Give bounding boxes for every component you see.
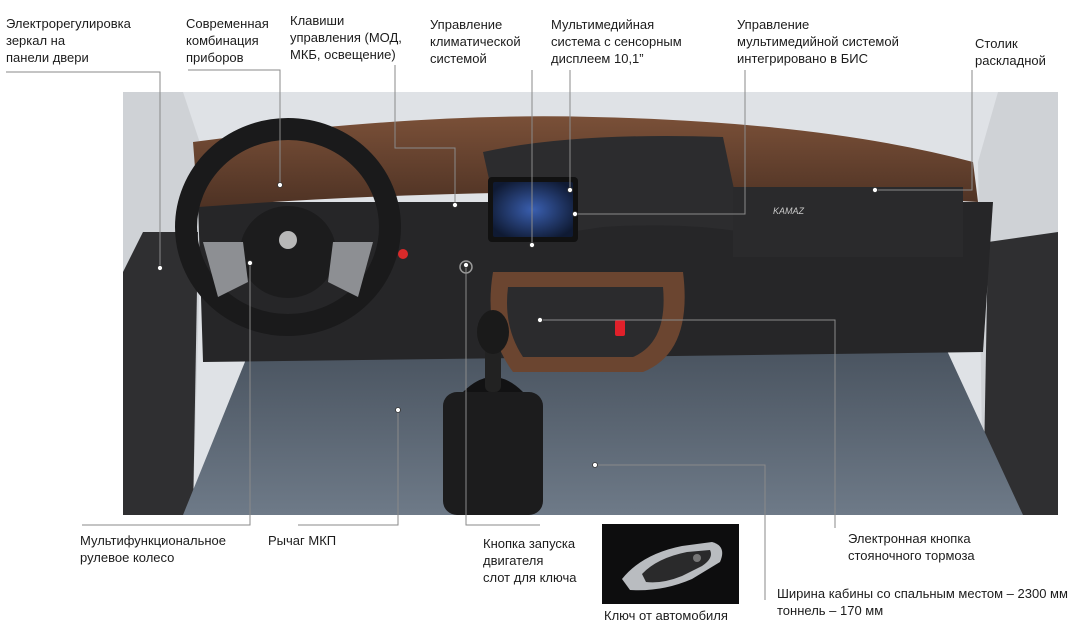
label-instrument-cluster: Современная комбинация приборов xyxy=(186,16,269,65)
label-parking-brake: Электронная кнопка стояночного тормоза xyxy=(848,531,975,563)
label-gear-lever: Рычаг МКП xyxy=(268,533,337,548)
car-key-image xyxy=(602,524,739,604)
label-multimedia-system: Мультимедийная система с сенсорным диспл… xyxy=(551,17,682,66)
kamaz-logo: KAMAZ xyxy=(773,206,805,216)
label-multimedia-bis: Управление мультимедийной системой интег… xyxy=(737,17,899,66)
label-car-key: Ключ от автомобиля xyxy=(604,608,728,623)
label-control-keys: Клавиши управления (МОД, МКБ, освещение) xyxy=(290,13,402,62)
label-engine-start: Кнопка запуска двигателя слот для ключа xyxy=(483,536,577,585)
label-climate-control: Управление климатической системой xyxy=(430,17,521,66)
label-folding-table: Столик раскладной xyxy=(975,36,1046,68)
label-steering-wheel: Мультифункциональное рулевое колесо xyxy=(80,533,227,565)
label-mirror-control: Электрорегулировка зеркал на панели двер… xyxy=(6,16,131,65)
cabin-interior-photo: KAMAZ xyxy=(123,92,1058,515)
label-cabin-width: Ширина кабины со спальным местом – 2300 … xyxy=(777,586,1068,618)
